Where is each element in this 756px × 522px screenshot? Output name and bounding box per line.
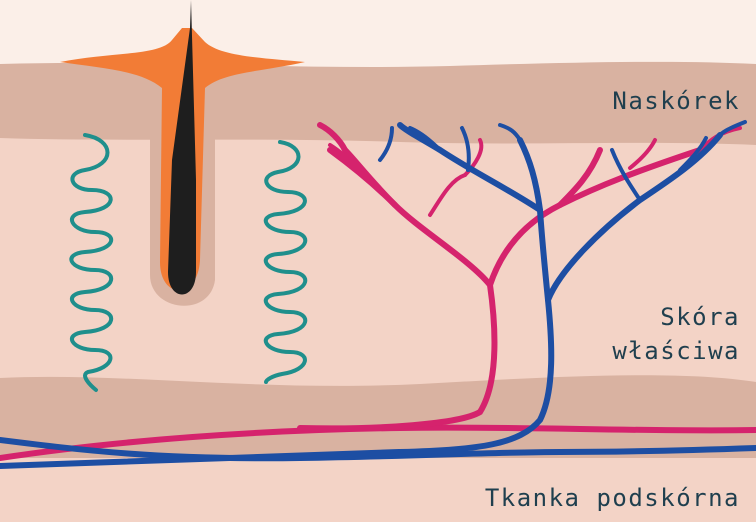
dermis-layer xyxy=(0,120,756,420)
label-dermis-line1: Skóra xyxy=(612,300,740,334)
label-dermis: Skóra właściwa xyxy=(612,300,740,368)
label-dermis-line2: właściwa xyxy=(612,334,740,368)
label-subcutis-text: Tkanka podskórna xyxy=(485,481,740,515)
label-subcutis: Tkanka podskórna xyxy=(485,481,740,515)
label-epidermis-text: Naskórek xyxy=(612,84,740,118)
label-epidermis: Naskórek xyxy=(612,84,740,118)
